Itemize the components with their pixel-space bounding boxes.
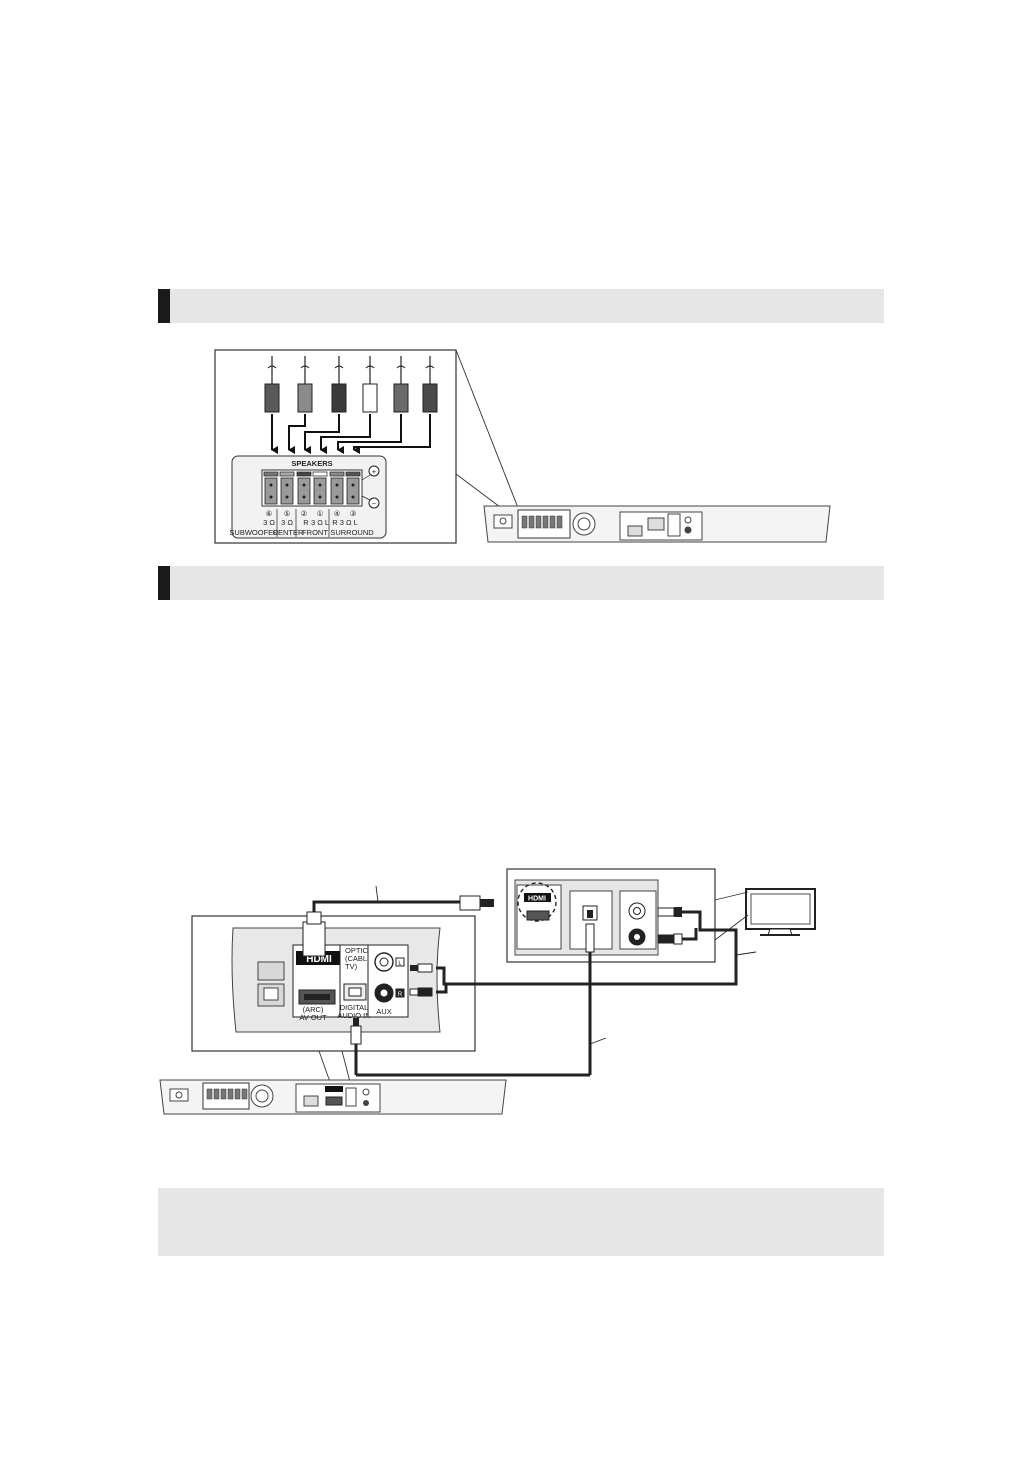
tv-connection-diagram: HDMI (ARC) AV OUT OPTICAL (CABLE/SAT/ TV… [159, 868, 816, 1115]
speaker-plug-icon [362, 356, 378, 413]
speaker-plug-icon [297, 356, 313, 413]
section-header-speakers [158, 289, 884, 323]
audio-in-label: AUDIO IN [337, 1011, 370, 1020]
main-unit-rear [483, 505, 831, 543]
main-unit-rear-bottom [159, 1079, 507, 1115]
channel-spec: 3 Ω L [311, 518, 329, 527]
audio-cable [409, 907, 757, 997]
optical-cable [350, 923, 607, 1077]
hdmi-av-out-panel: HDMI (ARC) AV OUT [292, 944, 346, 1022]
section-header-tv [158, 566, 884, 600]
tv-set-icon [714, 888, 816, 941]
tv-audio-out-left [628, 902, 646, 920]
speaker-wire-arrows [271, 414, 431, 454]
channel-group: SUBWOOFER [229, 528, 279, 537]
speaker-plug-icon [331, 356, 347, 413]
speaker-diagram: SPEAKERS [214, 349, 831, 544]
channel-group: CENTER [273, 528, 304, 537]
hdmi-logo: HDMI [306, 954, 332, 965]
channel-spec: 3 Ω [281, 518, 293, 527]
channel-group: FRONT [302, 528, 328, 537]
channel-number: ⑤ [284, 509, 291, 518]
plus-icon [368, 465, 380, 477]
digital-label: DIGITAL [340, 1003, 369, 1012]
speaker-terminal-panel: SPEAKERS [229, 455, 387, 539]
speaker-terminal-jacks [264, 477, 360, 505]
minus-icon [368, 497, 380, 509]
channel-spec: 3 Ω [263, 518, 275, 527]
tv-back-panel: HDMI [506, 868, 716, 963]
channel-number: ② [301, 509, 308, 518]
hdmi-cable [302, 885, 494, 957]
hdmi-arc-label: (ARC) [303, 1005, 324, 1014]
optical-label: OPTICAL [345, 946, 377, 955]
aux-left-jack [374, 952, 394, 972]
section-header-marker [158, 289, 170, 323]
speaker-plug-icon [264, 356, 280, 413]
aux-label: AUX [376, 1007, 391, 1016]
tv-hdmi-port [526, 910, 550, 921]
highlight-circle [517, 882, 557, 922]
left-marker: L [398, 961, 402, 967]
channel-spec: R [303, 518, 309, 527]
hdmi-av-out-label: AV OUT [299, 1013, 327, 1022]
channel-number: ① [317, 509, 324, 518]
plus-symbol: + [372, 467, 377, 476]
speaker-plug-icon [393, 356, 409, 413]
minus-symbol: − [372, 499, 377, 508]
optical-tv-label: TV) [345, 962, 358, 971]
channel-group: SURROUND [330, 528, 374, 537]
speaker-cable-plugs [264, 356, 438, 413]
section-header-marker [158, 566, 170, 600]
channel-spec: R 3 Ω L [332, 518, 358, 527]
note-box [158, 1188, 884, 1256]
tv-hdmi-logo: HDMI [528, 896, 546, 903]
right-marker: R [398, 992, 403, 998]
speakers-heading: SPEAKERS [291, 459, 332, 468]
aux-panel: AUX L R [367, 944, 409, 1018]
channel-number: ④ [334, 509, 341, 518]
speaker-plug-icon [422, 356, 438, 413]
channel-number: ⑥ [266, 509, 273, 518]
channel-number: ③ [350, 509, 357, 518]
